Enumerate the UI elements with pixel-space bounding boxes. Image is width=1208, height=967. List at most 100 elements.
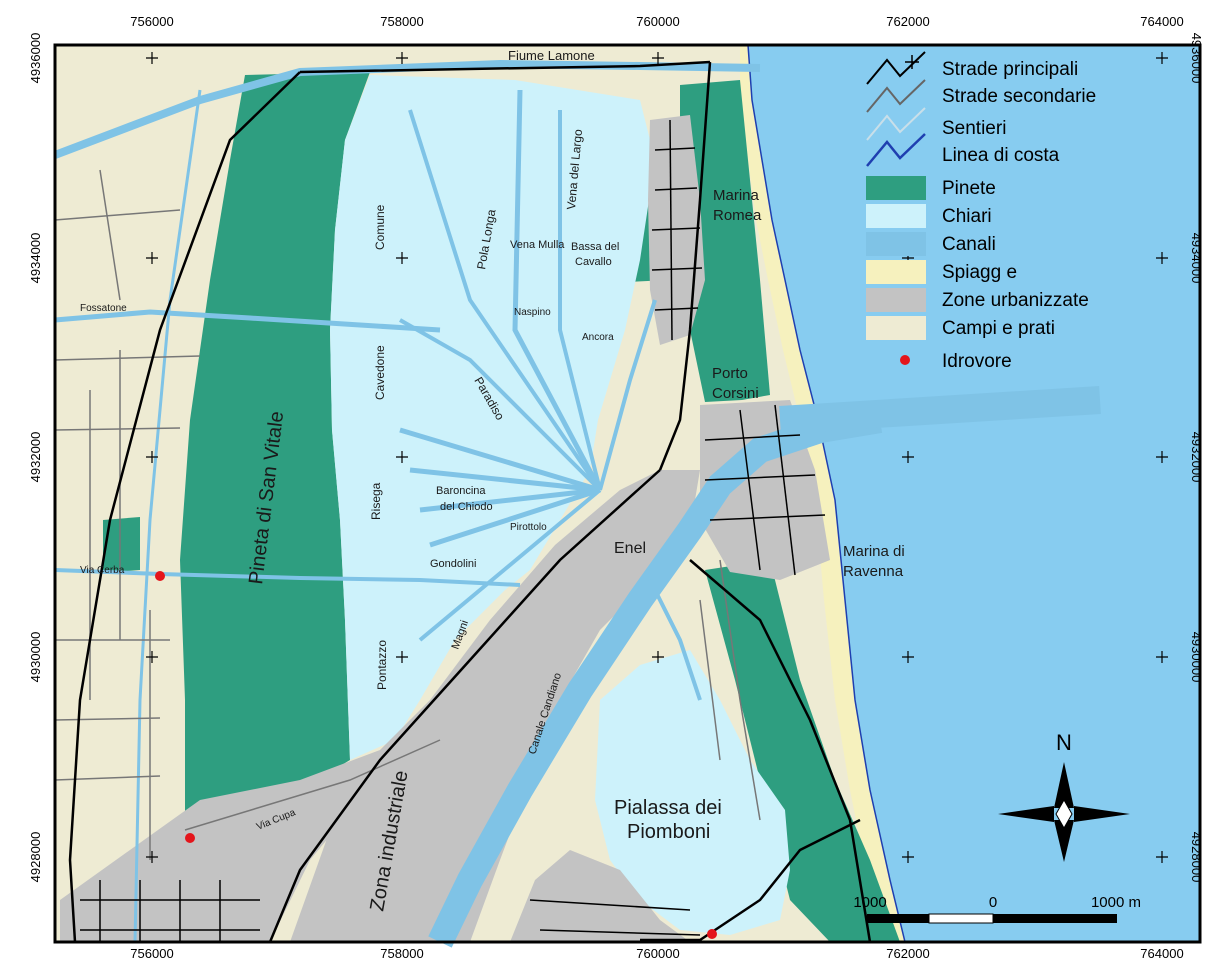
legend-item-road-main: Strade principali bbox=[866, 51, 1078, 85]
grid-cross bbox=[396, 252, 408, 264]
x-tick-bottom: 760000 bbox=[636, 946, 679, 961]
legend-label: Spiagg e bbox=[942, 262, 1017, 283]
legend-item-beach: Spiagg e bbox=[866, 260, 1017, 284]
legend-label: Strade secondarie bbox=[942, 86, 1096, 107]
canal-via-cerba bbox=[54, 568, 521, 587]
secondary-roads bbox=[54, 169, 761, 860]
label-comune: Comune bbox=[373, 204, 387, 250]
urban-industrial-zone bbox=[290, 470, 700, 942]
sea-area bbox=[748, 45, 1200, 942]
label-risega: Risega bbox=[369, 482, 383, 520]
port-entrance bbox=[779, 386, 1101, 434]
street-grid-south-7 bbox=[529, 899, 691, 911]
y-tick-right: 4934000 bbox=[1189, 233, 1204, 284]
label-baroncina-2: del Chiodo bbox=[440, 501, 493, 513]
x-tick-top: 756000 bbox=[130, 14, 173, 29]
street-grid-ravenna-4 bbox=[739, 409, 761, 571]
label-fiume-lamone: Fiume Lamone bbox=[508, 48, 595, 63]
y-tick-right: 4928000 bbox=[1189, 832, 1204, 883]
grid-cross bbox=[652, 651, 664, 663]
grid-cross bbox=[396, 451, 408, 463]
road-secondary-icon bbox=[866, 79, 926, 113]
beach-swatch bbox=[866, 260, 926, 284]
label-marina-ravenna-2: Ravenna bbox=[843, 563, 904, 580]
canal-radial-4 bbox=[429, 487, 601, 548]
secondary-road-12 bbox=[699, 599, 721, 761]
legend-label: Sentieri bbox=[942, 118, 1006, 139]
y-tick-left: 4930000 bbox=[28, 632, 43, 683]
main-road-north bbox=[299, 60, 711, 74]
pumping-stations bbox=[155, 571, 717, 939]
scale-segment-black bbox=[867, 914, 929, 923]
pine-swatch bbox=[866, 176, 926, 200]
grid-cross bbox=[146, 52, 158, 64]
label-pontazzo: Pontazzo bbox=[375, 640, 389, 690]
secondary-road-9 bbox=[54, 209, 181, 221]
street-grid-ravenna-2 bbox=[704, 474, 816, 481]
x-tick-top: 762000 bbox=[886, 14, 929, 29]
legend-label: Linea di costa bbox=[942, 145, 1060, 166]
compass-center-light bbox=[1055, 798, 1073, 830]
label-marina-romea-1: Marina bbox=[713, 187, 760, 204]
y-tick-left: 4928000 bbox=[28, 832, 43, 883]
label-bassa-cavallo-2: Cavallo bbox=[575, 256, 612, 268]
legend-item-urban: Zone urbanizzate bbox=[866, 288, 1089, 312]
compass-needle-south bbox=[1054, 820, 1074, 862]
compass-needle-east bbox=[1074, 806, 1130, 822]
x-tick-bottom: 756000 bbox=[130, 946, 173, 961]
canal-radial-1 bbox=[399, 427, 601, 493]
compass-needle-north bbox=[1054, 762, 1074, 808]
beach-area bbox=[740, 45, 905, 942]
legend-label: Canali bbox=[942, 234, 996, 255]
canal-radial-9 bbox=[399, 318, 602, 492]
canal-radial-8 bbox=[418, 488, 602, 642]
compass-needle-west bbox=[998, 806, 1054, 822]
grid-crosses bbox=[146, 52, 1168, 863]
canal-radial-6 bbox=[408, 109, 602, 492]
canal-swatch bbox=[866, 232, 926, 256]
street-grid-romea-6 bbox=[669, 119, 673, 341]
map-area: Fiume Lamone Marina Romea Porto Corsini … bbox=[53, 44, 1200, 948]
legend-item-canal: Canali bbox=[866, 232, 996, 256]
street-grid-romea-3 bbox=[651, 227, 701, 231]
grid-cross bbox=[652, 52, 664, 64]
path-icon bbox=[866, 107, 926, 141]
label-porto-corsini-1: Porto bbox=[712, 365, 748, 382]
map-border bbox=[53, 43, 1202, 944]
grid-cross bbox=[1156, 252, 1168, 264]
secondary-road-5 bbox=[54, 775, 161, 781]
grid-cross bbox=[902, 851, 914, 863]
label-pirottolo: Pirottolo bbox=[510, 522, 547, 533]
label-bassa-cavallo-1: Bassa del bbox=[571, 241, 619, 253]
x-tick-bottom: 762000 bbox=[886, 946, 929, 961]
legend-item-coastline: Linea di costa bbox=[866, 133, 1060, 167]
lagoon-pialassa-baiona bbox=[330, 75, 655, 760]
label-enel: Enel bbox=[614, 540, 646, 557]
street-grid-romea-1 bbox=[654, 147, 696, 151]
legend: Strade principali Strade secondarie Sent… bbox=[866, 51, 1096, 372]
label-pialassa-piomboni-1: Pialassa dei bbox=[614, 797, 722, 819]
coastline-icon bbox=[866, 133, 926, 167]
legend-label: Pinete bbox=[942, 178, 996, 199]
grid-cross bbox=[146, 651, 158, 663]
grid-cross bbox=[1156, 851, 1168, 863]
canal-radial-2 bbox=[409, 467, 601, 493]
grid-cross bbox=[902, 451, 914, 463]
pine-forest-west-patch bbox=[103, 517, 140, 573]
canal-fiume-lamone bbox=[53, 59, 761, 159]
main-road-coastal-north bbox=[658, 61, 712, 471]
legend-item-pump: Idrovore bbox=[900, 351, 1012, 372]
x-tick-top: 764000 bbox=[1140, 14, 1183, 29]
secondary-road-10 bbox=[99, 169, 121, 301]
x-tick-bottom: 764000 bbox=[1140, 946, 1183, 961]
legend-label: Chiari bbox=[942, 206, 992, 227]
grid-cross bbox=[396, 651, 408, 663]
label-pialassa-piomboni-2: Piomboni bbox=[627, 821, 710, 843]
scale-segment-black bbox=[993, 914, 1117, 923]
urban-south-block bbox=[510, 850, 690, 942]
legend-item-pine: Pinete bbox=[866, 176, 996, 200]
scale-label-right: 1000 m bbox=[1091, 894, 1141, 911]
canal-fossatone bbox=[54, 309, 441, 333]
pump-south-west bbox=[185, 833, 195, 843]
